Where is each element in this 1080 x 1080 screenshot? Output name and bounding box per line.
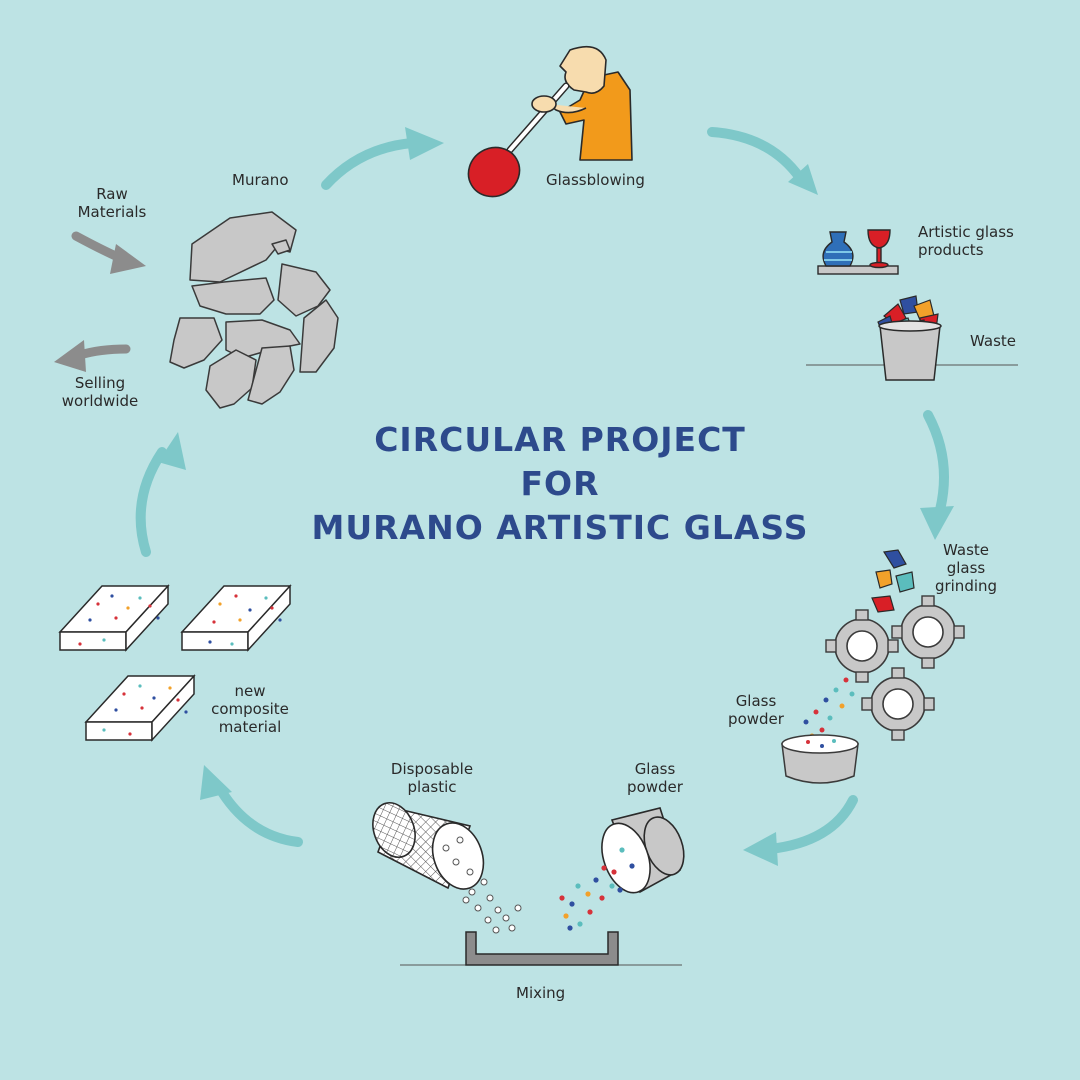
diagram-title: CIRCULAR PROJECT FOR MURANO ARTISTIC GLA…	[240, 418, 880, 550]
powder-particles	[799, 677, 855, 743]
powder-bowl-icon	[781, 734, 859, 784]
glass-shards-icon	[871, 549, 915, 613]
label-murano: Murano	[232, 171, 289, 189]
waste-bucket-icon	[806, 295, 1018, 381]
title-line-1: CIRCULAR PROJECT	[374, 420, 746, 459]
vase-icon	[817, 231, 899, 275]
mixing-tray-icon	[400, 931, 682, 966]
label-waste: Waste	[970, 332, 1016, 350]
label-glass-powder-grinding: Glass powder	[728, 692, 784, 728]
glassblower-icon	[467, 45, 633, 198]
label-mixing: Mixing	[516, 984, 566, 1002]
label-artistic-glass-products: Artistic glass products	[918, 223, 1014, 259]
label-selling-worldwide: Selling worldwide	[61, 374, 139, 410]
title-line-3: MURANO ARTISTIC GLASS	[311, 508, 809, 547]
murano-island-icon	[169, 211, 339, 409]
label-waste-glass-grinding: Waste glass grinding	[934, 541, 998, 595]
powder-cylinder-icon	[559, 807, 685, 931]
plastic-cylinder-icon	[372, 802, 522, 934]
label-raw-materials: Raw Materials	[77, 185, 147, 221]
label-disposable-plastic: Disposable plastic	[390, 760, 474, 796]
composite-slab-icon	[58, 584, 292, 742]
label-new-composite-material: new composite material	[211, 682, 289, 736]
goblet-icon	[867, 229, 891, 269]
cycle-arrow-heads	[158, 127, 954, 866]
gear-icon	[825, 595, 965, 741]
cycle-arrow-icon	[135, 127, 949, 854]
label-glassblowing: Glassblowing	[546, 171, 645, 189]
composite-specks	[78, 594, 282, 736]
title-line-2: FOR	[520, 464, 600, 503]
label-glass-powder-mixing: Glass powder	[627, 760, 683, 796]
side-arrow-icon	[54, 231, 146, 372]
